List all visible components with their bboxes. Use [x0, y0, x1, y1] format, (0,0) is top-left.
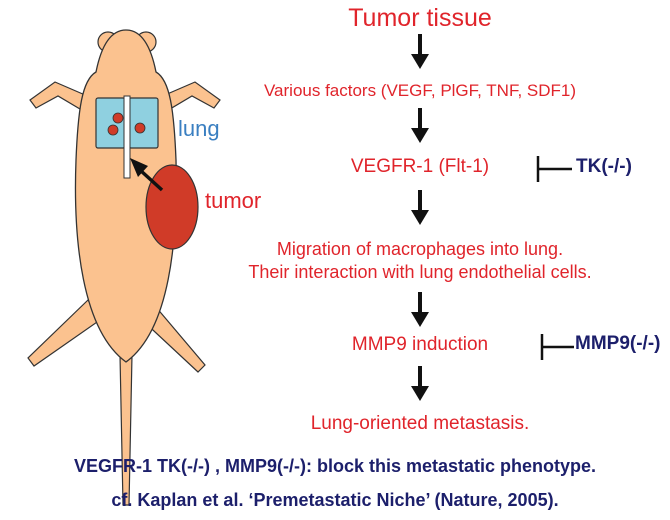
- step-migration: Migration of macrophages into lung. Thei…: [248, 238, 591, 285]
- tumor-mass: [145, 164, 199, 250]
- down-arrow: [411, 190, 429, 225]
- inhibitor-bar-tk: [536, 156, 572, 182]
- lung-label: lung: [178, 116, 220, 141]
- inhibitor-bar-mmp9: [540, 334, 574, 360]
- down-arrow: [411, 366, 429, 401]
- footer-line-1: VEGFR-1 TK(-/-) , MMP9(-/-): block this …: [73, 456, 597, 476]
- mouse-tail: [119, 354, 133, 506]
- step-migration-line2: Their interaction with lung endothelial …: [248, 262, 592, 283]
- migration-arrow: [138, 168, 164, 192]
- inhibitor-label-tk: TK(-/-): [576, 156, 632, 177]
- step-vegfr1: VEGFR-1 (Flt-1): [350, 156, 490, 177]
- lung-right: [128, 97, 159, 149]
- step-lung-metastasis: Lung-oriented metastasis.: [310, 413, 530, 434]
- down-arrow: [411, 34, 429, 69]
- tumor-label: tumor: [205, 188, 262, 213]
- migration-arrow-head: [130, 158, 148, 177]
- trachea: [123, 95, 131, 179]
- footer-line-2: cf. Kaplan et al. ‘Premetastatic Niche’ …: [111, 490, 559, 510]
- down-arrow: [411, 292, 429, 327]
- lung-left: [95, 97, 126, 149]
- step-migration-line1: Migration of macrophages into lung.: [276, 239, 564, 259]
- inhibitor-label-mmp9: MMP9(-/-): [575, 333, 661, 354]
- metastasis-dot: [134, 122, 146, 134]
- step-various-factors: Various factors (VEGF, PlGF, TNF, SDF1): [263, 81, 577, 100]
- metastasis-dot: [107, 124, 119, 136]
- down-arrow: [411, 108, 429, 143]
- metastasis-dot: [112, 112, 124, 124]
- step-mmp9-induction: MMP9 induction: [351, 334, 489, 355]
- mouse-left-leg: [27, 299, 101, 367]
- mouse-illustration: [27, 29, 221, 506]
- step-tumor-tissue: Tumor tissue: [348, 4, 492, 32]
